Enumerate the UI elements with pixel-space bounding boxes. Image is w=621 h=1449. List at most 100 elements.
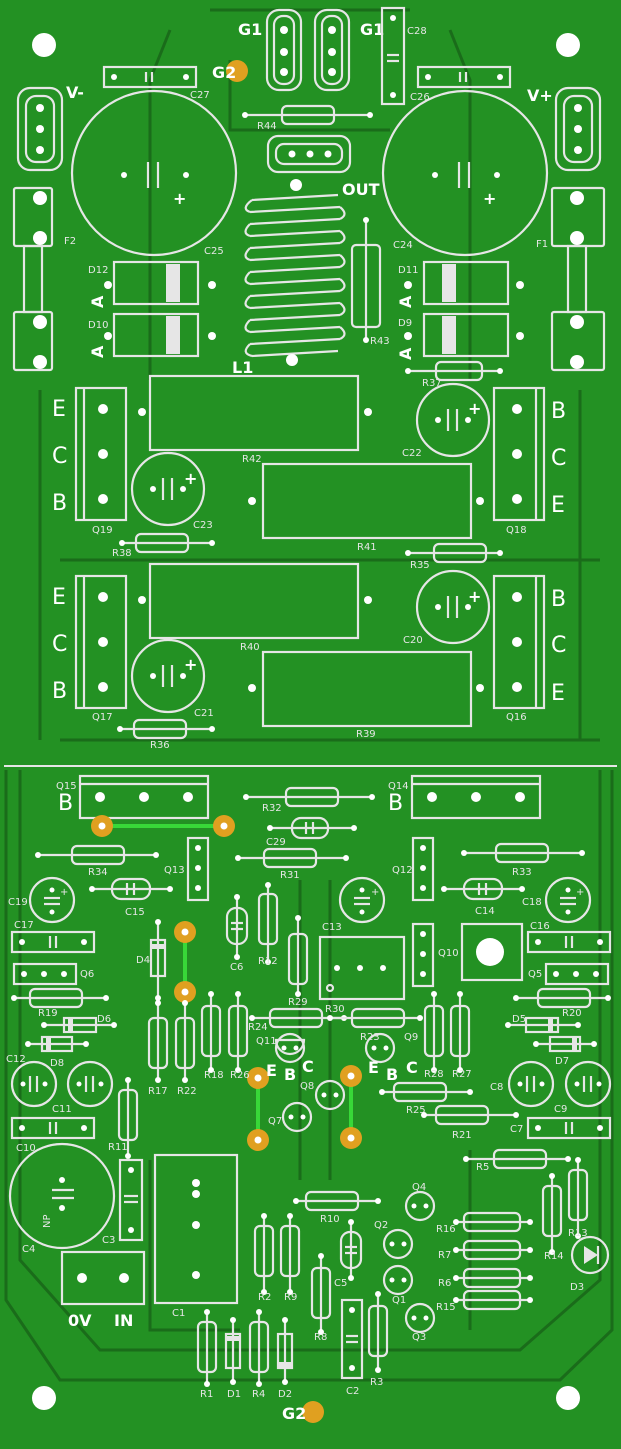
- c3-label: C3: [102, 1235, 115, 1246]
- capacitor-c28: [380, 6, 406, 106]
- resistor-r13: [567, 1157, 589, 1239]
- resistor-r23: [327, 1007, 423, 1029]
- capacitor-c22: +: [415, 382, 491, 458]
- q18-pin-b: B: [551, 399, 566, 424]
- resistor-r17: [147, 1000, 169, 1083]
- transistor-q10: [411, 922, 435, 988]
- capacitor-c9: [564, 1060, 612, 1108]
- r20-label: R20: [562, 1008, 582, 1019]
- resistor-r1: [196, 1309, 218, 1387]
- resistor-r15: [453, 1289, 533, 1311]
- r17-label: R17: [148, 1086, 168, 1097]
- q19-pin-b: B: [52, 491, 67, 516]
- q18-pin-e: E: [551, 493, 565, 518]
- d8-label: D8: [50, 1058, 64, 1069]
- c14-label: C14: [475, 906, 495, 917]
- capacitor-c23: +: [130, 451, 206, 527]
- c28-label: C28: [407, 26, 427, 37]
- transistor-q6: [12, 962, 78, 986]
- svg-text:+: +: [576, 887, 584, 898]
- capacitor-c6: [225, 894, 249, 960]
- r37-label: R37: [422, 378, 442, 389]
- q7-label: Q7: [268, 1116, 282, 1127]
- l1-pad: [286, 354, 298, 366]
- transistor-q8: [314, 1079, 346, 1111]
- r38-label: R38: [112, 548, 132, 559]
- f1-label: F1: [536, 239, 548, 250]
- c27-label: C27: [190, 90, 210, 101]
- transistor-q7: [281, 1101, 313, 1133]
- c4-label: C4: [22, 1244, 35, 1255]
- r21-label: R21: [452, 1130, 472, 1141]
- resistor-r4: [248, 1309, 270, 1387]
- r28-label: R28: [424, 1069, 444, 1080]
- q16-label: Q16: [506, 712, 527, 723]
- terminal-g1-left: [265, 8, 303, 92]
- r15-label: R15: [436, 1302, 456, 1313]
- svg-text:+: +: [173, 189, 186, 208]
- q18-label: Q18: [506, 525, 527, 536]
- d11-anode: A: [396, 295, 415, 308]
- in-label: IN: [114, 1311, 133, 1330]
- resistor-r38: [119, 532, 215, 554]
- capacitor-c27: [102, 65, 198, 89]
- diode-d2: [276, 1317, 294, 1385]
- c20-label: C20: [403, 635, 423, 646]
- c12-label: C12: [6, 1054, 26, 1065]
- capacitor-c7: [526, 1116, 612, 1140]
- d9-label: D9: [398, 318, 412, 329]
- c15-label: C15: [125, 907, 145, 918]
- c1-label: C1: [172, 1308, 185, 1319]
- r5-label: R5: [476, 1162, 489, 1173]
- r36-label: R36: [150, 740, 170, 751]
- r43-label: R43: [370, 336, 390, 347]
- resistor-r2: [253, 1213, 275, 1295]
- g1-left-label: G1: [238, 20, 262, 39]
- q19-label: Q19: [92, 525, 113, 536]
- zero-v-label: 0V: [68, 1311, 92, 1330]
- q15-pin-b: B: [58, 791, 73, 816]
- transistor-q16: [492, 574, 546, 710]
- resistor-r19: [11, 987, 109, 1009]
- transistor-q15: [78, 774, 210, 820]
- q1-label: Q1: [392, 1295, 406, 1306]
- q5-label: Q5: [528, 969, 542, 980]
- terminal-v-plus: [554, 86, 602, 172]
- resistor-r14: [541, 1173, 563, 1255]
- diode-d9: [404, 312, 524, 358]
- q14-label: Q14: [388, 781, 409, 792]
- mounting-hole-q10: [476, 938, 504, 966]
- pin-b-right: B: [386, 1065, 398, 1084]
- transistor-q2: [382, 1228, 414, 1260]
- q9-label: Q9: [404, 1032, 418, 1043]
- resistor-r35: [405, 542, 503, 564]
- out-pad: [290, 179, 302, 191]
- l1-label: L1: [232, 358, 253, 377]
- q16-pin-c: C: [551, 633, 566, 658]
- r25-label: R25: [406, 1105, 426, 1116]
- c21-label: C21: [194, 708, 214, 719]
- c4-np-label: NP: [42, 1214, 53, 1228]
- transistor-q5: [544, 962, 610, 986]
- c6-label: C6: [230, 962, 243, 973]
- resistor-r21: [421, 1104, 519, 1126]
- resistor-r10: [293, 1190, 381, 1212]
- q12-label: Q12: [392, 865, 413, 876]
- r32-label: R32: [262, 803, 282, 814]
- v-plus-label: V+: [527, 86, 553, 105]
- r16-label: R16: [436, 1224, 456, 1235]
- q16-pin-e: E: [551, 681, 565, 706]
- c26-label: C26: [410, 92, 430, 103]
- capacitor-c5: [339, 1219, 363, 1281]
- r22-label: R22: [177, 1086, 197, 1097]
- q3-label: Q3: [412, 1332, 426, 1343]
- capacitor-c1: [153, 1153, 239, 1305]
- q17-label: Q17: [92, 712, 113, 723]
- q17-pin-e: E: [52, 585, 66, 610]
- resistor-r11: [117, 1077, 139, 1159]
- r39-label: R39: [356, 729, 376, 740]
- c11-label: C11: [52, 1104, 72, 1115]
- transistor-q1: [382, 1264, 414, 1296]
- diode-d12: [104, 260, 216, 306]
